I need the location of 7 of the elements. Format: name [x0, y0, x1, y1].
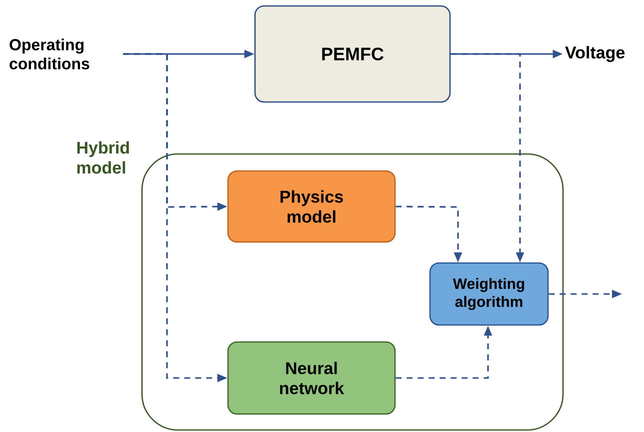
algorithm-box: Weighting algorithm: [429, 262, 549, 326]
process-box: PEMFC: [254, 5, 451, 103]
group-heading: Hybrid model: [77, 141, 129, 174]
model-box: Neural network: [227, 341, 396, 415]
input-label: Operating conditions: [10, 38, 90, 70]
output-label: Voltage: [565, 46, 625, 62]
model-box: Physics model: [227, 170, 396, 243]
